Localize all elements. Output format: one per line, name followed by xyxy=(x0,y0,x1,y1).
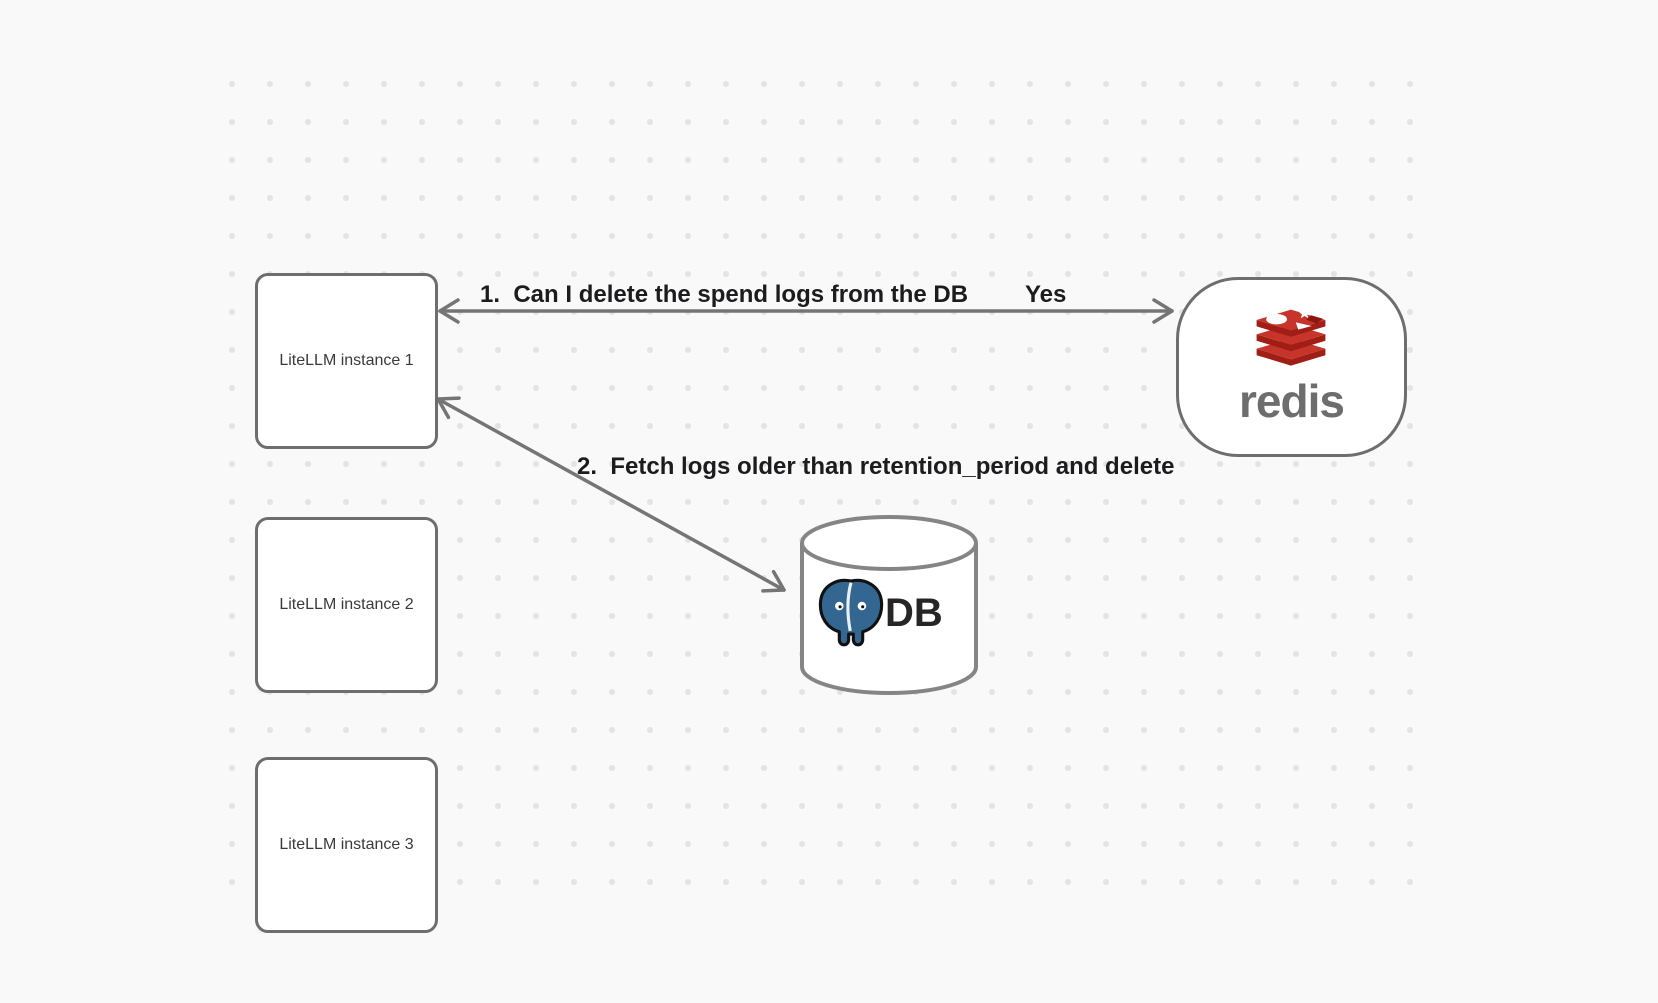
node-litellm-instance-2: LiteLLM instance 2 xyxy=(255,517,438,693)
redis-logo-icon xyxy=(1256,308,1326,366)
arrow-label-fetch-logs: 2. Fetch logs older than retention_perio… xyxy=(577,453,1175,480)
node-litellm-instance-1-label: LiteLLM instance 1 xyxy=(279,352,414,369)
node-litellm-instance-3: LiteLLM instance 3 xyxy=(255,757,438,933)
redis-wordmark: redis xyxy=(1239,375,1345,427)
node-redis: redis xyxy=(1176,277,1407,457)
arrow-label-yes-answer: Yes xyxy=(1025,281,1067,308)
postgresql-elephant-icon xyxy=(818,578,884,647)
db-node-content: DB xyxy=(812,574,943,652)
node-db: DB xyxy=(794,510,984,700)
arrow-label-delete-spend-logs: 1. Can I delete the spend logs from the … xyxy=(480,281,969,308)
node-litellm-instance-2-label: LiteLLM instance 2 xyxy=(279,596,414,613)
node-litellm-instance-3-label: LiteLLM instance 3 xyxy=(279,836,414,853)
db-node-label: DB xyxy=(885,590,943,635)
node-litellm-instance-1: LiteLLM instance 1 xyxy=(255,273,438,449)
